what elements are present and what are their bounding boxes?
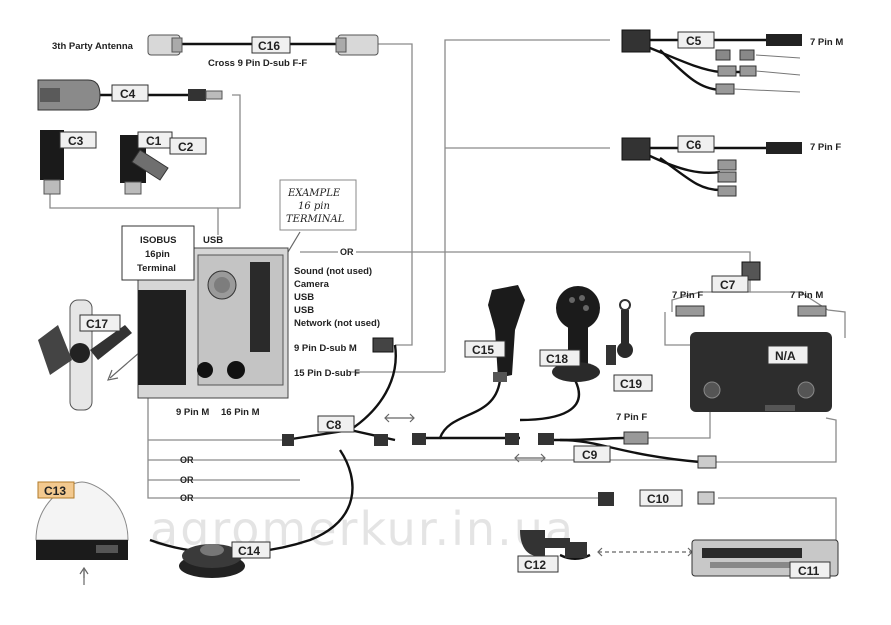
c9-pin-label: 7 Pin F <box>616 412 647 423</box>
code-c18: C18 <box>546 352 568 366</box>
c5-pin-label: 7 Pin M <box>810 37 843 48</box>
usb-device-c4 <box>37 79 223 111</box>
dsub-connector-right <box>335 34 379 56</box>
code-c5: C5 <box>686 34 702 48</box>
c6-pin-label: 7 Pin F <box>810 142 841 153</box>
c10-connector <box>598 491 715 506</box>
port-label-sound: Sound (not used) <box>294 266 372 277</box>
c7-left-pin-label: 7 Pin F <box>672 290 703 301</box>
c7-right-pin-label: 7 Pin M <box>790 290 823 301</box>
code-c9: C9 <box>582 448 598 462</box>
dsub15-label: 15 Pin D-sub F <box>294 368 360 379</box>
code-c4: C4 <box>120 87 136 101</box>
code-c8: C8 <box>326 418 342 432</box>
c7-connector <box>675 261 827 317</box>
c6-harness <box>621 137 802 197</box>
code-c11: C11 <box>798 564 820 578</box>
port-label-camera: Camera <box>294 279 330 290</box>
c9-connector <box>538 431 717 469</box>
joystick-c15 <box>488 285 525 382</box>
magnetic-mount-c14 <box>179 544 245 578</box>
example-line-3: TERMINAL <box>286 214 345 225</box>
port-label-network: Network (not used) <box>294 318 380 329</box>
third-party-antenna-label: 3th Party Antenna <box>52 41 134 52</box>
c8-connectors <box>282 433 519 446</box>
code-c6: C6 <box>686 138 702 152</box>
na-unit <box>690 332 832 412</box>
or-label-top: OR <box>340 247 354 257</box>
or-label-2: OR <box>180 475 194 485</box>
pin9-label: 9 Pin M <box>176 407 209 418</box>
bracket-c19 <box>606 299 633 365</box>
code-c2: C2 <box>178 140 194 154</box>
code-c1: C1 <box>146 134 162 148</box>
usb-label: USB <box>203 235 223 246</box>
code-c7: C7 <box>720 278 736 292</box>
code-c13: C13 <box>44 484 66 498</box>
code-c3: C3 <box>68 134 84 148</box>
port-label-usb-2: USB <box>294 305 314 316</box>
terminal-title-3: Terminal <box>137 263 176 274</box>
pin16-label: 16 Pin M <box>221 407 260 418</box>
example-line-2: 16 pin <box>298 201 330 212</box>
terminal-title-2: 16pin <box>145 249 170 260</box>
code-c19: C19 <box>620 377 642 391</box>
c16-caption: Cross 9 Pin D-sub F-F <box>208 58 307 69</box>
na-label: N/A <box>775 349 796 363</box>
code-c15: C15 <box>472 343 494 357</box>
c5-harness <box>621 29 802 95</box>
handle-c18 <box>552 286 600 382</box>
dsub9-label: 9 Pin D-sub M <box>294 343 357 354</box>
suction-mount-c12 <box>520 530 587 558</box>
or-label-1: OR <box>180 455 194 465</box>
example-line-1: EXAMPLE <box>287 188 341 199</box>
terminal-title-1: ISOBUS <box>140 235 176 246</box>
code-c17: C17 <box>86 317 108 331</box>
code-c14: C14 <box>238 544 260 558</box>
mount-c17 <box>38 299 132 411</box>
code-c12: C12 <box>524 558 546 572</box>
usb-stick-c3 <box>40 130 64 195</box>
wiring-lines <box>49 39 846 578</box>
code-c10: C10 <box>647 492 669 506</box>
or-label-3: OR <box>180 493 194 503</box>
dsub-connector-left <box>147 34 183 56</box>
port-label-usb-1: USB <box>294 292 314 303</box>
code-c16: C16 <box>258 39 280 53</box>
